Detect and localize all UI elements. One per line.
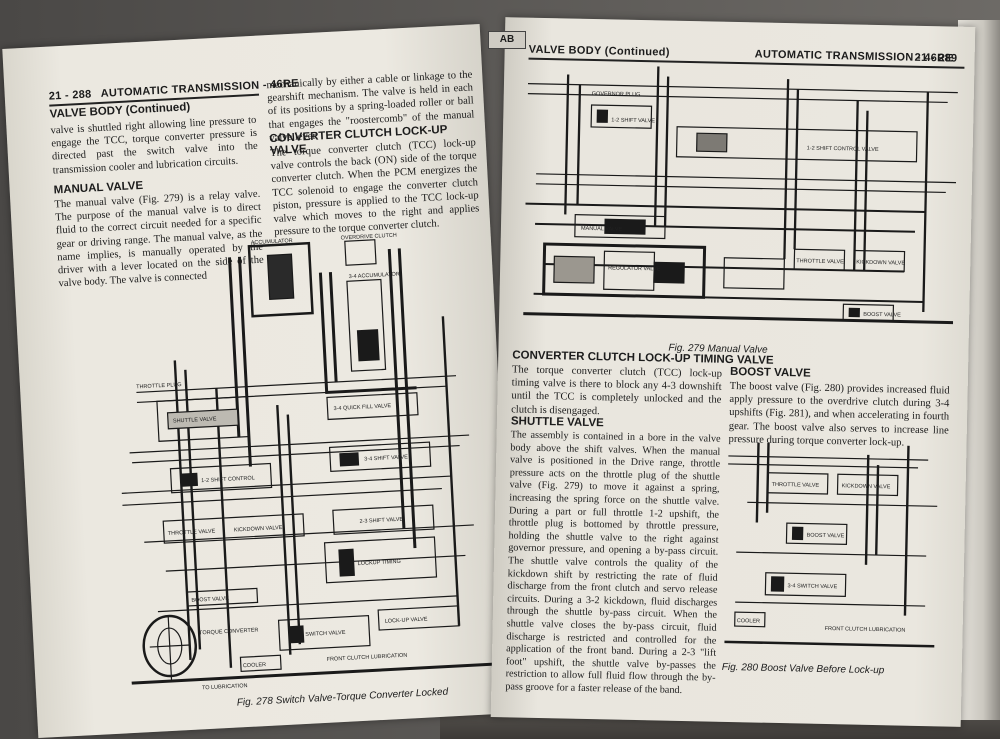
label-overdrive-clutch: OVERDRIVE CLUTCH <box>340 233 396 242</box>
label-34-shift-valve: 3-4 SHIFT VALVE <box>364 454 408 462</box>
label-boost-valve: BOOST VALVE <box>807 533 845 540</box>
label-cooler: COOLER <box>737 618 760 624</box>
shuttle-valve-paragraph: The assembly is contained in a bore in t… <box>505 429 721 696</box>
label-34-accumulator: 3-4 ACCUMULATOR <box>349 271 400 280</box>
intro-paragraph: valve is shuttled right allowing line pr… <box>50 114 259 177</box>
label-throttle-valve: THROTTLE VALVE <box>772 482 820 489</box>
label-quick-fill: 3-4 QUICK FILL VALVE <box>333 403 391 412</box>
label-regulator-valve: REGULATOR VALVE <box>608 265 661 272</box>
label-boost-valve: BOOST VALVE <box>863 312 901 319</box>
label-kickdown-valve: KICKDOWN VALVE <box>842 483 891 490</box>
lockup-valve-paragraph: The torque converter clutch (TCC) lock-u… <box>269 137 480 239</box>
left-page: 21 - 288 AUTOMATIC TRANSMISSION - 46RE V… <box>2 23 516 739</box>
page-tab: AB <box>488 31 526 49</box>
boost-valve-heading: BOOST VALVE <box>729 365 811 380</box>
label-lockup-valve: LOCK-UP VALVE <box>385 616 428 624</box>
label-12-shift-valve: 1-2 SHIFT VALVE <box>611 117 655 124</box>
label-boost-valve: BOOST VALVE <box>191 596 229 604</box>
label-23-shift-valve: 2-3 SHIFT VALVE <box>359 517 403 525</box>
fig-280-diagram: THROTTLE VALVE KICKDOWN VALVE BOOST VALV… <box>724 442 938 648</box>
label-front-clutch: FRONT CLUTCH LUBRICATION <box>825 626 906 634</box>
label-kickdown-valve: KICKDOWN VALVE <box>856 260 905 267</box>
section-continued-header: VALVE BODY (Continued) <box>528 43 670 59</box>
label-throttle-plug: THROTTLE PLUG <box>136 382 182 390</box>
label-governor-plug: GOVERNOR PLUG <box>592 91 641 98</box>
label-front-clutch: FRONT CLUTCH LUBRICATION <box>327 653 408 663</box>
label-switch-valve: SWITCH VALVE <box>305 630 346 638</box>
fig-279-diagram: GOVERNOR PLUG 1-2 SHIFT VALVE 1-2 SHIFT … <box>523 66 958 325</box>
label-shuttle-valve: SHUTTLE VALVE <box>173 416 217 424</box>
label-torque-converter: TORQUE CONVERTER <box>199 627 259 636</box>
label-manual-valve: MANUAL VALVE <box>581 226 623 233</box>
fig-278-caption: Fig. 278 Switch Valve-Torque Converter L… <box>236 686 449 709</box>
label-shift-control: 1-2 SHIFT CONTROL <box>201 475 255 484</box>
right-page: VALVE BODY (Continued) AUTOMATIC TRANSMI… <box>490 17 976 727</box>
label-lockup-timing: LOCKUP TIMING <box>358 559 401 567</box>
label-to-lubrication: TO LUBRICATION <box>202 683 248 691</box>
page-number: 21 - 289 <box>914 51 958 65</box>
page-number: 21 - 288 <box>48 88 92 103</box>
label-switch-valve: 3-4 SWITCH VALVE <box>787 583 837 590</box>
label-accumulator: ACCUMULATOR <box>251 238 293 246</box>
fig-278-diagram: ACCUMULATOR OVERDRIVE CLUTCH 3-4 ACCUMUL… <box>121 233 502 691</box>
timing-valve-paragraph: The torque converter clutch (TCC) lock-u… <box>511 364 723 417</box>
label-throttle-valve: THROTTLE VALVE <box>168 528 216 536</box>
label-cooler: COOLER <box>243 662 267 669</box>
shuttle-valve-heading: SHUTTLE VALVE <box>510 415 604 430</box>
label-kickdown-valve: KICKDOWN VALVE <box>234 525 283 534</box>
label-throttle-valve: THROTTLE VALVE <box>796 258 844 265</box>
fig-280-caption: Fig. 280 Boost Valve Before Lock-up <box>721 661 885 677</box>
boost-valve-paragraph: The boost valve (Fig. 280) provides incr… <box>728 380 950 449</box>
label-12-shift-control: 1-2 SHIFT CONTROL VALVE <box>807 145 879 153</box>
